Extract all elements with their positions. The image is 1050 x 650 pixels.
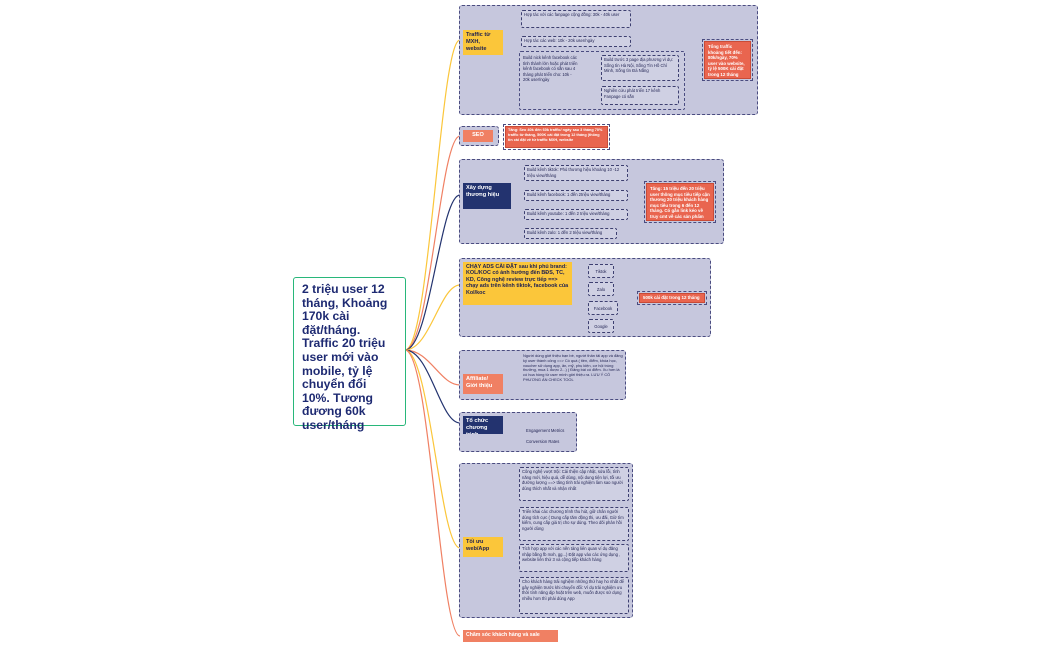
- brand-item-zalo[interactable]: Build kênh zalo: 1 đến 2 triệu view/thán…: [524, 228, 617, 239]
- optimize-item-experience-text: Cho khách hàng trải nghiệm những thứ hay…: [522, 579, 624, 601]
- seo-note[interactable]: Tăng: Seo 40k đến 60k traffic/ ngày sau …: [503, 124, 610, 150]
- central-topic[interactable]: 2 triệu user 12 tháng, Khoảng 170k cài đ…: [293, 277, 406, 432]
- optimize-item-integration[interactable]: Tích hợp app với các nền tảng liên quan …: [519, 544, 629, 572]
- traffic-item-facebook[interactable]: Build nick kênh facebook các tỉnh thành …: [523, 55, 579, 95]
- traffic-result-text: Tổng traffic khoảng tiết đến: 80k/ngày, …: [708, 44, 745, 77]
- brand-item-facebook[interactable]: Build kênh facebook: 1 đến 2triệu view/t…: [524, 190, 628, 201]
- program-item-conversion[interactable]: Conversion Rates: [526, 439, 576, 445]
- care-branch[interactable]: Chăm sóc khách hàng và sale: [463, 630, 558, 642]
- link-affiliate: [404, 349, 461, 386]
- program-item-engagement-text: Engagement Metrics: [526, 428, 565, 433]
- traffic-item-fanpage-text: Hợp tác với các fanpage cộng đồng: 30k -…: [524, 12, 620, 17]
- ads-platform-zalo-text: Zalo: [596, 287, 606, 292]
- ads-platform-facebook[interactable]: Facebook: [588, 301, 618, 315]
- optimize-item-tech[interactable]: Công nghệ vượt trội: Cải thiện cập nhật,…: [519, 467, 629, 501]
- brand-item-youtube-text: Build kênh youtube: 1 đến 2 triệu view/t…: [527, 211, 610, 216]
- ads-platform-zalo[interactable]: Zalo: [588, 282, 614, 296]
- traffic-sub-existing-pages-text: Nghiên cứu phát triển 17 kênh Fanpage có…: [604, 88, 661, 99]
- optimize-item-programs-text: Triển khai các chương trình thu hút, giữ…: [522, 509, 624, 531]
- traffic-item-web-text: Hợp tác các web: 10k - 20k user/ngày: [524, 38, 595, 43]
- affiliate-branch[interactable]: Affiliate/ Giới thiệu: [463, 374, 503, 394]
- link-traffic: [404, 39, 461, 351]
- traffic-sub-existing-pages[interactable]: Nghiên cứu phát triển 17 kênh Fanpage có…: [601, 86, 679, 105]
- seo-branch[interactable]: SEO: [463, 130, 493, 142]
- ads-platform-google[interactable]: Google: [588, 319, 614, 333]
- program-item-engagement[interactable]: Engagement Metrics: [526, 428, 576, 434]
- link-seo: [404, 135, 461, 351]
- brand-branch[interactable]: Xây dựng thương hiệu: [463, 183, 511, 209]
- link-program: [404, 349, 461, 424]
- optimize-item-integration-text: Tích hợp app với các nền tảng liên quan …: [522, 546, 621, 563]
- care-label: Chăm sóc khách hàng và sale: [466, 632, 540, 638]
- traffic-branch[interactable]: Traffic từ MXH, website: [463, 30, 503, 55]
- traffic-sub-local-pages-text: Build trước 3 page địa phương vì dụ: Sốn…: [604, 57, 673, 74]
- ads-result[interactable]: 500k cài đặt trong 12 tháng: [637, 291, 707, 305]
- optimize-item-experience[interactable]: Cho khách hàng trải nghiệm những thứ hay…: [519, 577, 629, 614]
- brand-item-tiktok-text: Build kênh tiktok: Phủ thương hiệu khoản…: [527, 167, 620, 178]
- traffic-label: Traffic từ MXH, website: [466, 32, 491, 52]
- link-optimize: [404, 349, 461, 549]
- traffic-item-facebook-text: Build nick kênh facebook các tỉnh thành …: [523, 55, 578, 83]
- brand-result[interactable]: Tăng: 15 triệu đến 20 triệu user thông m…: [644, 181, 716, 223]
- brand-item-youtube[interactable]: Build kênh youtube: 1 đến 2 triệu view/t…: [524, 209, 628, 220]
- brand-result-text: Tăng: 15 triệu đến 20 triệu user thông m…: [650, 186, 710, 220]
- traffic-sub-local-pages[interactable]: Build trước 3 page địa phương vì dụ: Sốn…: [601, 55, 679, 81]
- traffic-item-fanpage[interactable]: Hợp tác với các fanpage cộng đồng: 30k -…: [521, 10, 631, 28]
- seo-label: SEO: [472, 132, 484, 138]
- ads-result-text: 500k cài đặt trong 12 tháng: [643, 295, 700, 300]
- ads-platform-tiktok-text: Tiktok: [595, 269, 607, 274]
- optimize-item-programs[interactable]: Triển khai các chương trình thu hút, giữ…: [519, 507, 629, 541]
- brand-item-zalo-text: Build kênh zalo: 1 đến 2 triệu view/thán…: [527, 230, 603, 235]
- link-brand: [404, 194, 461, 351]
- ads-platform-facebook-text: Facebook: [593, 306, 613, 311]
- optimize-branch[interactable]: Tối ưu web/App: [463, 537, 503, 557]
- central-topic-text: 2 triệu user 12 tháng, Khoảng 170k cài đ…: [302, 282, 388, 432]
- ads-platform-tiktok[interactable]: Tiktok: [588, 264, 614, 278]
- program-item-conversion-text: Conversion Rates: [526, 439, 560, 444]
- ads-branch[interactable]: CHẠY ADS CÀI ĐẶT sau khi phủ brand: KOL/…: [463, 262, 572, 305]
- program-branch[interactable]: Tổ chức chương trình: [463, 416, 503, 434]
- brand-item-facebook-text: Build kênh facebook: 1 đến 2triệu view/t…: [527, 192, 611, 197]
- affiliate-label: Affiliate/ Giới thiệu: [466, 376, 493, 389]
- ads-platform-google-text: Google: [594, 324, 608, 329]
- ads-label: CHẠY ADS CÀI ĐẶT sau khi phủ brand: KOL/…: [466, 264, 569, 296]
- optimize-item-tech-text: Công nghệ vượt trội: Cải thiện cập nhật,…: [522, 469, 623, 491]
- affiliate-note[interactable]: Người dùng giới thiệu bạn bè, người thân…: [523, 354, 623, 396]
- link-ads: [404, 284, 461, 351]
- brand-item-tiktok[interactable]: Build kênh tiktok: Phủ thương hiệu khoản…: [524, 165, 628, 181]
- brand-label: Xây dựng thương hiệu: [466, 185, 500, 198]
- optimize-label: Tối ưu web/App: [466, 539, 490, 552]
- affiliate-note-text: Người dùng giới thiệu bạn bè, người thân…: [523, 354, 623, 382]
- seo-note-text: Tăng: Seo 40k đến 60k traffic/ ngày sau …: [508, 128, 603, 142]
- traffic-result[interactable]: Tổng traffic khoảng tiết đến: 80k/ngày, …: [702, 39, 753, 81]
- traffic-item-web[interactable]: Hợp tác các web: 10k - 20k user/ngày: [521, 36, 631, 47]
- link-care: [404, 349, 461, 637]
- program-label: Tổ chức chương trình: [466, 418, 489, 434]
